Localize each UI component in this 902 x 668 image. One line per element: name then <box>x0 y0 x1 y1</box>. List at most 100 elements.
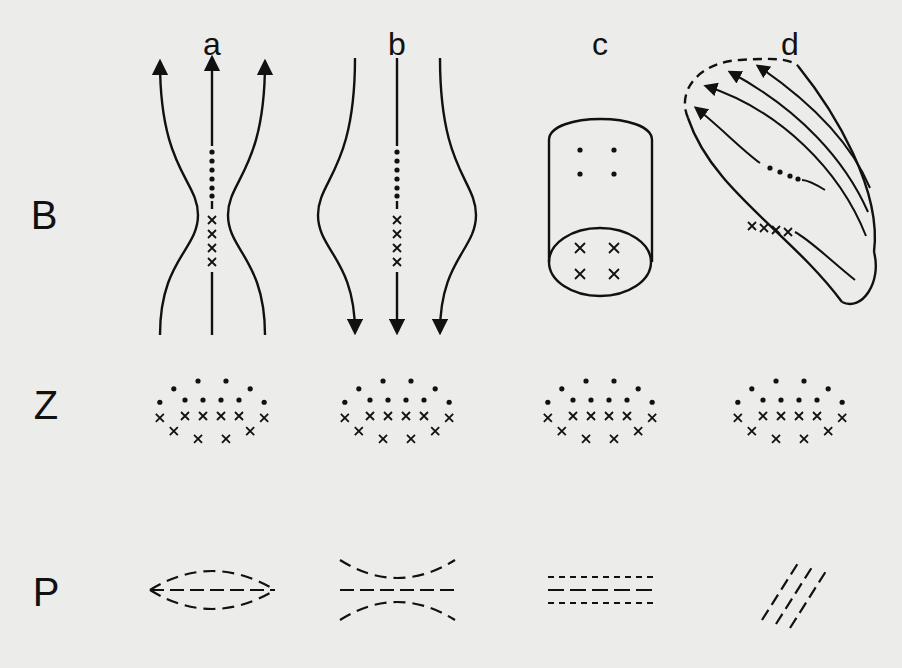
field-cross <box>208 244 216 252</box>
field-dot <box>588 397 593 402</box>
field-dot <box>403 397 408 402</box>
field-cross <box>623 412 631 420</box>
field-cross <box>393 244 401 252</box>
field-cross <box>759 412 767 420</box>
field-cross <box>246 427 254 435</box>
field-cross <box>384 412 392 420</box>
field-cross <box>575 269 585 279</box>
field-cross <box>341 414 349 422</box>
field-cross <box>777 412 785 420</box>
field-cross <box>772 226 780 234</box>
field-dot <box>778 397 783 402</box>
field-dot <box>814 397 819 402</box>
field-dot <box>545 400 550 405</box>
field-dot <box>433 386 438 391</box>
field-cross <box>824 427 832 435</box>
field-dot <box>195 378 200 383</box>
field-dot <box>248 386 253 391</box>
field-cross <box>222 435 230 443</box>
field-dot <box>767 165 772 170</box>
field-cross <box>734 414 742 422</box>
field-dot <box>408 378 413 383</box>
field-dot <box>209 158 214 163</box>
field-dot <box>773 378 778 383</box>
field-dot <box>182 397 187 402</box>
field-line <box>396 272 398 332</box>
field-line <box>802 180 825 190</box>
field-cross <box>445 414 453 422</box>
field-dot <box>570 397 575 402</box>
column-letter: d <box>781 28 799 60</box>
field-cross <box>813 412 821 420</box>
field-dot <box>380 378 385 383</box>
field-dot <box>356 386 361 391</box>
field-cross <box>838 414 846 422</box>
field-line <box>440 58 476 332</box>
field-dot <box>826 386 831 391</box>
field-cross <box>784 228 792 236</box>
field-dot <box>787 173 792 178</box>
field-cross <box>393 216 401 224</box>
field-line <box>696 108 760 163</box>
field-dot <box>636 386 641 391</box>
field-cross <box>648 414 656 422</box>
field-dot <box>209 185 214 190</box>
field-dot <box>209 193 214 198</box>
field-cross <box>772 435 780 443</box>
field-line <box>211 201 213 209</box>
field-dot <box>583 378 588 383</box>
field-cross <box>587 412 595 420</box>
field-dot <box>749 386 754 391</box>
field-cross <box>610 435 618 443</box>
field-line <box>160 62 198 335</box>
field-line <box>396 201 398 209</box>
field-line <box>795 232 855 280</box>
field-line <box>758 66 870 188</box>
field-line <box>228 62 265 335</box>
cylinder-outline <box>549 228 651 296</box>
field-cross <box>760 224 768 232</box>
field-dot <box>735 400 740 405</box>
field-dot <box>577 147 582 152</box>
field-dot <box>777 169 782 174</box>
field-cross <box>431 427 439 435</box>
field-dot <box>385 397 390 402</box>
field-dot <box>447 400 452 405</box>
field-cross <box>558 427 566 435</box>
field-cross <box>402 412 410 420</box>
field-cross <box>208 216 216 224</box>
field-cross <box>609 269 619 279</box>
field-dot <box>218 397 223 402</box>
field-dot <box>559 386 564 391</box>
field-cross <box>170 427 178 435</box>
field-cross <box>235 412 243 420</box>
field-cross <box>393 258 401 266</box>
field-cross <box>156 414 164 422</box>
field-dot <box>209 167 214 172</box>
cylinder-outline <box>549 119 652 140</box>
field-cross <box>260 414 268 422</box>
field-dot <box>840 400 845 405</box>
field-dot <box>394 158 399 163</box>
field-cross <box>194 435 202 443</box>
field-cross <box>217 412 225 420</box>
field-line <box>211 58 213 146</box>
field-dot <box>611 378 616 383</box>
field-cross <box>420 412 428 420</box>
field-dot <box>157 400 162 405</box>
field-cross <box>569 412 577 420</box>
field-dot <box>200 397 205 402</box>
field-cross <box>355 427 363 435</box>
column-letter: b <box>388 28 406 60</box>
field-dot <box>367 397 372 402</box>
field-dot <box>236 397 241 402</box>
field-dot <box>209 149 214 154</box>
cylinder-outline <box>549 140 652 262</box>
column-letter: c <box>592 28 608 60</box>
row-letter: Z <box>34 385 58 425</box>
field-dot <box>611 171 616 176</box>
field-dot <box>394 176 399 181</box>
flux-tube-outline <box>842 252 876 304</box>
field-dot <box>760 397 765 402</box>
field-dot <box>801 378 806 383</box>
